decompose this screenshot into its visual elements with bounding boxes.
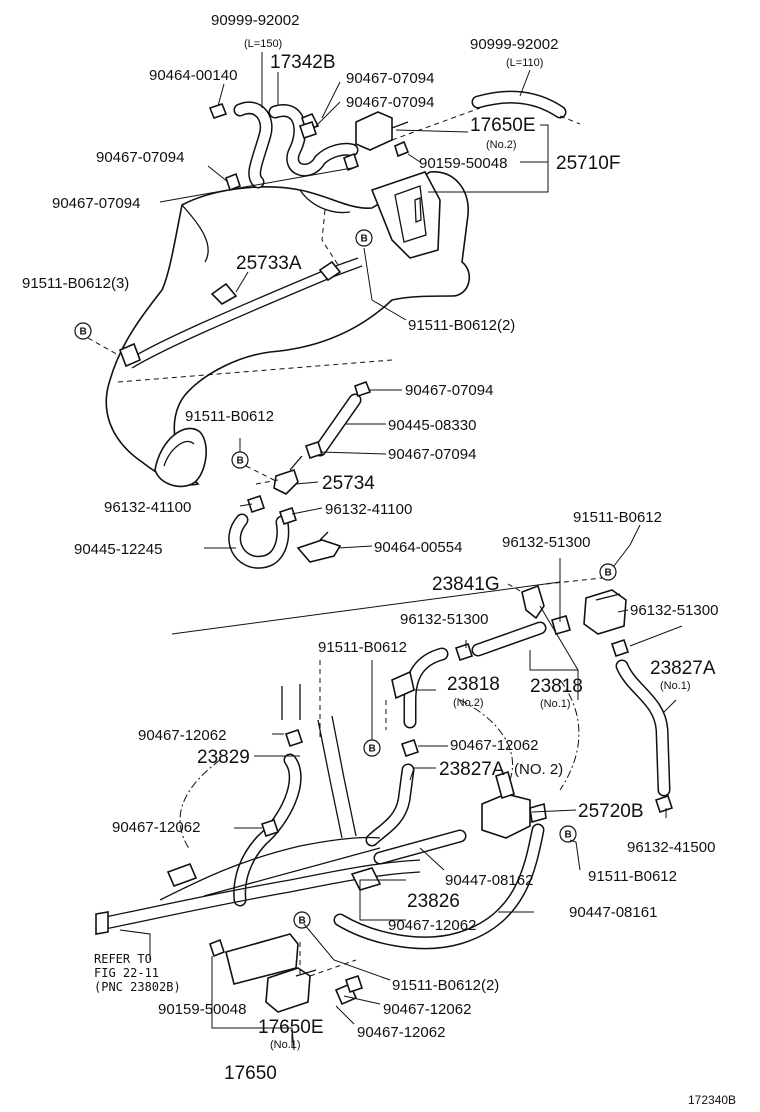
label-90159-50048-top: 90159-50048: [419, 155, 507, 172]
label-17650e-bot: 17650E: [258, 1017, 324, 1038]
label-96132-41100-a: 96132-41100: [104, 499, 191, 516]
label-90464-00140: 90464-00140: [149, 67, 237, 84]
label-90464-00554: 90464-00554: [374, 539, 462, 556]
label-90467-07094-a: 90467-07094: [346, 70, 434, 87]
label-96132-41100-b: 96132-41100: [325, 501, 412, 518]
label-25720b: 25720B: [578, 801, 644, 822]
label-91511-b0612-b: 91511-B0612: [573, 509, 662, 526]
label-90467-12062-a: 90467-12062: [138, 727, 226, 744]
intake-plenum-drawing: [105, 90, 581, 488]
label-refer-to: REFER TO: [94, 952, 152, 966]
label-23827a-no2: 23827A: [439, 759, 505, 780]
label-90445-12245: 90445-12245: [74, 541, 162, 558]
label-23841g: 23841G: [432, 574, 500, 595]
label-91511-b0612-c: 91511-B0612: [318, 639, 407, 656]
label-17342b: 17342B: [270, 52, 336, 73]
label-25710f: 25710F: [556, 153, 620, 174]
label-no1-right: (No.1): [660, 680, 691, 692]
label-90447-08162: 90447-08162: [445, 872, 533, 889]
circle-b-2: B: [80, 327, 87, 338]
circle-b-1: B: [361, 234, 368, 245]
label-pnc: (PNC 23802B): [94, 980, 181, 994]
label-90467-12062-c: 90467-12062: [450, 737, 538, 754]
label-25734: 25734: [322, 473, 375, 494]
leader-lines: [87, 52, 683, 1051]
label-17650e-top: 17650E: [470, 115, 536, 136]
section-divider: [171, 581, 561, 635]
label-90467-07094-f: 90467-07094: [388, 446, 476, 463]
label-23818-no2: 23818: [447, 674, 500, 695]
lower-hoses-drawing: [95, 583, 674, 1013]
middle-fittings-drawing: [228, 380, 372, 569]
label-96132-51300-c: 96132-51300: [630, 602, 718, 619]
label-23826: 23826: [407, 891, 460, 912]
circle-b-5: B: [369, 744, 376, 755]
circle-b-4: B: [605, 568, 612, 579]
circle-b-3: B: [237, 456, 244, 467]
label-90447-08161: 90447-08161: [569, 904, 657, 921]
label-90467-12062-e: 90467-12062: [383, 1001, 471, 1018]
label-no1-mid: (No.1): [540, 698, 571, 710]
circle-b-7: B: [299, 916, 306, 927]
label-96132-51300-b: 96132-51300: [400, 611, 488, 628]
label-91511-b0612-a: 91511-B0612: [185, 408, 274, 425]
label-no2-caps: (NO. 2): [514, 761, 563, 778]
label-no2-mid: (No.2): [453, 697, 484, 709]
label-no1-bot: (No.1): [270, 1039, 301, 1051]
label-90467-12062-f: 90467-12062: [357, 1024, 445, 1041]
circle-b-markers: B B B B B B B: [74, 229, 617, 929]
part-labels: 90999-92002 (L=150) 17342B 90464-00140 9…: [22, 12, 736, 1107]
label-25733a: 25733A: [236, 253, 302, 274]
label-l110: (L=110): [506, 57, 543, 69]
label-90159-50048-bot: 90159-50048: [158, 1001, 246, 1018]
label-90999-92002-a: 90999-92002: [211, 12, 299, 29]
diagram-code: 172340B: [688, 1093, 736, 1107]
label-23827a-no1: 23827A: [650, 658, 716, 679]
label-23829: 23829: [197, 747, 250, 768]
label-91511-b0612-d: 91511-B0612: [588, 868, 677, 885]
label-23818-no1: 23818: [530, 676, 583, 697]
label-90467-07094-b: 90467-07094: [346, 94, 434, 111]
label-90467-07094-c: 90467-07094: [96, 149, 184, 166]
label-90999-92002-b: 90999-92002: [470, 36, 558, 53]
label-17650: 17650: [224, 1063, 277, 1084]
label-90445-08330: 90445-08330: [388, 417, 476, 434]
label-91511-b0612-2-bot: 91511-B0612(2): [392, 977, 499, 994]
label-90467-07094-e: 90467-07094: [405, 382, 493, 399]
label-96132-51300-a: 96132-51300: [502, 534, 590, 551]
label-no2-top: (No.2): [486, 139, 517, 151]
label-l150: (L=150): [244, 38, 282, 50]
label-90467-12062-b: 90467-12062: [112, 819, 200, 836]
label-fig-22-11: FIG 22-11: [94, 966, 159, 980]
label-90467-07094-d: 90467-07094: [52, 195, 140, 212]
label-91511-b0612-3: 91511-B0612(3): [22, 275, 129, 292]
label-96132-41500: 96132-41500: [627, 839, 715, 856]
label-90467-12062-d: 90467-12062: [388, 917, 476, 934]
label-91511-b0612-2-top: 91511-B0612(2): [408, 317, 515, 334]
circle-b-6: B: [565, 830, 572, 841]
